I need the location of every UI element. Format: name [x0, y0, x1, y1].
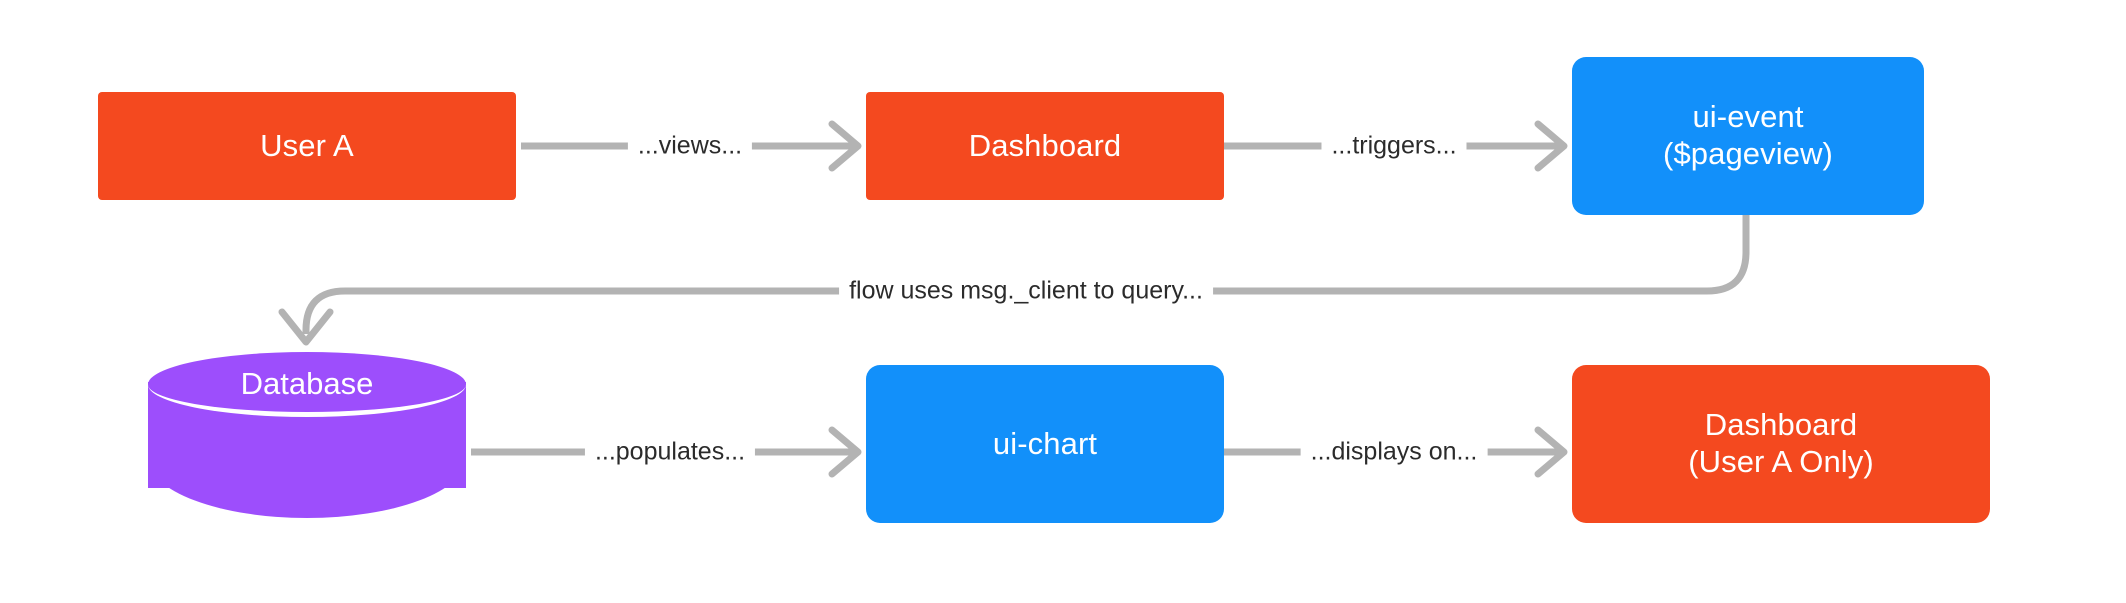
database-cylinder-top: [148, 352, 466, 417]
edge-label-views: ...views...: [627, 131, 753, 161]
node-dashboard-label: Dashboard: [968, 127, 1122, 163]
node-dashboard[interactable]: Dashboard: [866, 92, 1224, 200]
edge-label-populates: ...populates...: [584, 437, 756, 467]
node-database-label: Database: [240, 366, 374, 401]
edge-label-displays-on: ...displays on...: [1300, 437, 1488, 467]
database-cylinder-bottom: [148, 458, 466, 518]
node-ui-event[interactable]: ui-event ($pageview): [1572, 57, 1924, 215]
node-dashboard-user-a[interactable]: Dashboard (User A Only): [1572, 365, 1990, 523]
node-user-a-label: User A: [260, 127, 354, 163]
edge-label-flow-uses-msg-client: flow uses msg._client to query...: [839, 276, 1213, 306]
node-ui-chart-label: ui-chart: [992, 425, 1098, 461]
node-dashboard-user-a-label: Dashboard (User A Only): [1688, 407, 1874, 479]
node-database[interactable]: Database: [148, 352, 466, 518]
node-ui-chart[interactable]: ui-chart: [866, 365, 1224, 523]
node-ui-event-label: ui-event ($pageview): [1663, 99, 1833, 171]
edge-label-triggers: ...triggers...: [1321, 131, 1467, 161]
node-user-a[interactable]: User A: [98, 92, 516, 200]
